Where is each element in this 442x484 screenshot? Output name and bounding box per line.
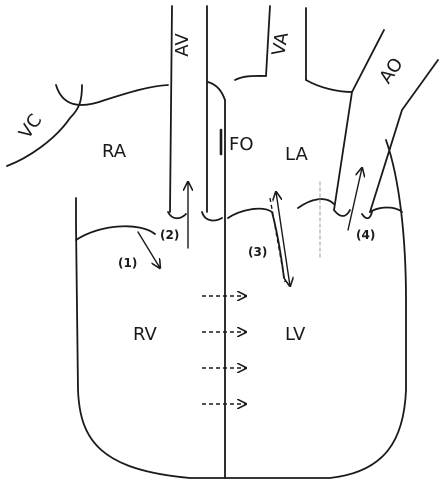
label-lv: LV — [285, 324, 306, 345]
atrium-dome-right — [234, 75, 267, 81]
flow-label-4: (4) — [356, 228, 375, 242]
ao-valve-leaflet — [333, 209, 373, 220]
flow-label-2: (2) — [160, 228, 179, 242]
flow-arrow-1 — [137, 231, 160, 268]
right-atrium-top — [55, 84, 169, 106]
label-fo: FO — [229, 134, 254, 155]
left-valve-line — [227, 207, 285, 279]
heart-outline — [75, 139, 407, 479]
flow-arrow-3-solid — [276, 192, 290, 286]
flow-label-3: (3) — [248, 245, 267, 259]
vena-cava-curve — [6, 84, 83, 167]
label-ao: AO — [375, 54, 407, 87]
tricuspid-line — [75, 225, 156, 241]
right-valve-leaflet — [167, 211, 223, 222]
label-av: AV — [172, 33, 193, 57]
label-ra: RA — [102, 141, 127, 162]
left-atrial-floor — [297, 198, 403, 213]
label-rv: RV — [133, 324, 158, 345]
av-vessel — [169, 5, 208, 213]
label-vc: VC — [15, 110, 46, 142]
ao-vessel — [333, 29, 439, 213]
atrium-dome-left — [207, 81, 226, 101]
flow-arrow-4 — [347, 168, 362, 231]
label-la: LA — [285, 144, 308, 165]
flow-label-1: (1) — [118, 256, 137, 270]
left-atrium-top — [305, 79, 353, 93]
flow-arrow-3-dashed — [269, 197, 286, 283]
label-va: VA — [268, 30, 293, 57]
va-vessel — [265, 5, 307, 81]
